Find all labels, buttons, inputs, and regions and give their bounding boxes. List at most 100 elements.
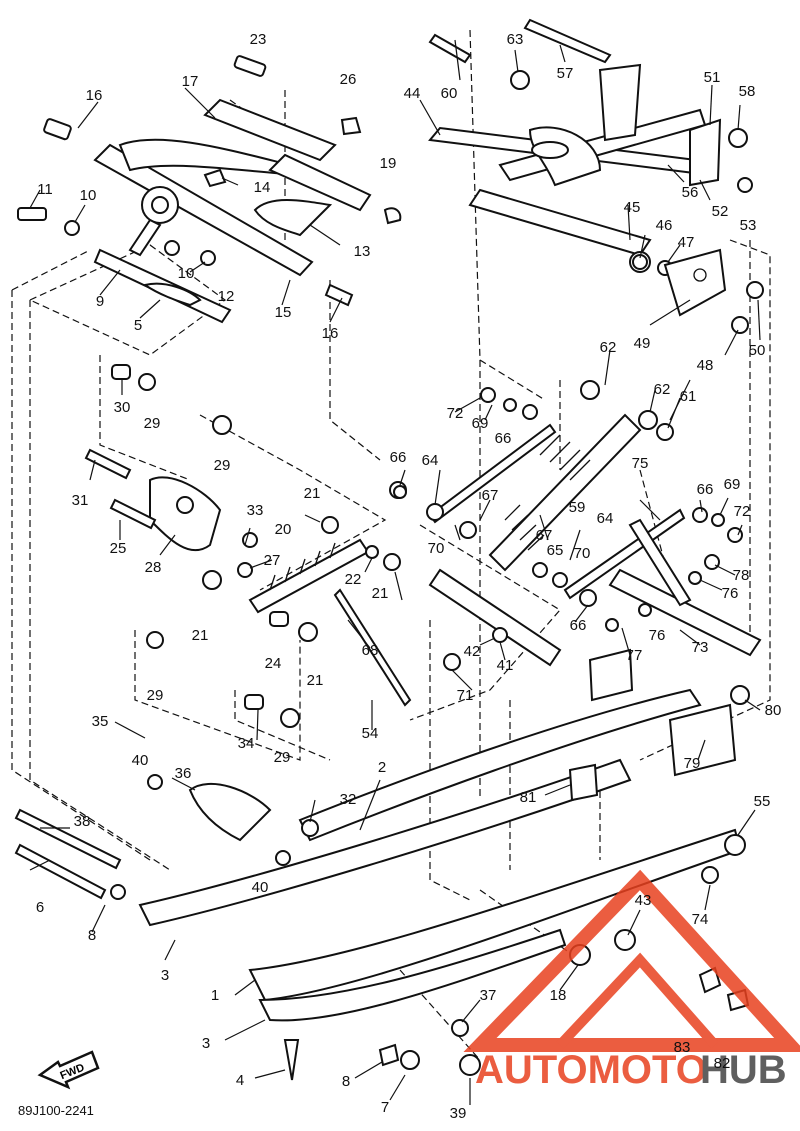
slide-rails — [14, 648, 750, 1081]
part-callout: 72 — [447, 405, 464, 422]
part-callout: 18 — [550, 987, 567, 1004]
part-callout: 16 — [86, 87, 103, 104]
part-callout: 13 — [354, 243, 371, 260]
part-callout: 11 — [37, 181, 53, 198]
part-callout: 70 — [428, 540, 445, 557]
part-callout: 74 — [692, 911, 709, 928]
part-callout: 29 — [214, 457, 231, 474]
part-callout: 32 — [340, 791, 357, 808]
part-callout: 27 — [264, 552, 281, 569]
part-callout: 5 — [134, 317, 142, 334]
part-callout: 70 — [574, 545, 591, 562]
part-callout: 33 — [247, 502, 264, 519]
part-callout: 71 — [457, 687, 474, 704]
part-callout: 34 — [238, 735, 255, 752]
part-callout: 10 — [80, 187, 97, 204]
part-callout: 14 — [254, 179, 271, 196]
part-callout: 47 — [678, 234, 695, 251]
part-callout: 21 — [192, 627, 209, 644]
part-callout: 58 — [739, 83, 756, 100]
part-callout: 48 — [697, 357, 714, 374]
part-callout: 17 — [182, 73, 199, 90]
part-callout: 10 — [178, 265, 195, 282]
part-callout: 67 — [536, 527, 553, 544]
part-callout: 28 — [145, 559, 162, 576]
part-callout: 39 — [450, 1105, 467, 1122]
part-callout: 49 — [634, 335, 651, 352]
part-callout: 64 — [422, 452, 439, 469]
part-callout: 73 — [692, 639, 709, 656]
part-callout: 81 — [520, 789, 537, 806]
part-callout: 1 — [211, 987, 219, 1004]
watermark-logo: AUTOMOTO HUB — [463, 869, 800, 1092]
part-callout: 54 — [362, 725, 379, 742]
part-callout: 59 — [569, 499, 586, 516]
forward-arrow: FWD — [37, 1050, 100, 1090]
part-callout: 4 — [236, 1072, 244, 1089]
part-callout: 57 — [557, 65, 574, 82]
part-callout: 40 — [252, 879, 269, 896]
part-callout: 2 — [378, 759, 386, 776]
part-callout: 35 — [92, 713, 109, 730]
part-callout: 9 — [96, 293, 104, 310]
part-callout: 7 — [381, 1099, 389, 1116]
part-callout: 29 — [144, 415, 161, 432]
part-callout: 37 — [480, 987, 497, 1004]
part-callout: 78 — [733, 567, 750, 584]
part-callout: 51 — [704, 69, 721, 86]
part-callout: 55 — [754, 793, 771, 810]
part-callout: 68 — [362, 642, 379, 659]
rear-pivot-arm — [428, 18, 764, 334]
part-callout: 22 — [345, 571, 362, 588]
part-callout: 65 — [547, 542, 564, 559]
part-callout: 40 — [132, 752, 149, 769]
part-callout: 56 — [682, 184, 699, 201]
part-callout: 72 — [734, 503, 751, 520]
part-callout: 38 — [74, 813, 91, 830]
part-callout: 29 — [274, 749, 291, 766]
part-callout: 52 — [712, 203, 729, 220]
part-callout: 69 — [472, 415, 489, 432]
part-callout: 77 — [626, 647, 643, 664]
part-callout: 46 — [656, 217, 673, 234]
part-callout: 25 — [110, 540, 127, 557]
part-callout: 41 — [497, 657, 514, 674]
part-callout: 53 — [740, 217, 757, 234]
part-callout: 6 — [36, 899, 44, 916]
part-callout: 21 — [372, 585, 389, 602]
part-callout: 66 — [697, 481, 714, 498]
part-callout: 43 — [635, 892, 652, 909]
part-callout: 45 — [624, 199, 641, 216]
part-callout: 23 — [250, 31, 267, 48]
part-callout: 60 — [441, 85, 458, 102]
leader-lines — [29, 39, 761, 1105]
part-callout: 75 — [632, 455, 649, 472]
part-callout: 66 — [390, 449, 407, 466]
part-callout: 8 — [342, 1073, 350, 1090]
part-callout: 63 — [507, 31, 524, 48]
part-callout: 76 — [722, 585, 739, 602]
part-callout: 50 — [749, 342, 766, 359]
part-callout: 21 — [307, 672, 324, 689]
part-callout: 21 — [304, 485, 321, 502]
part-callout: 66 — [570, 617, 587, 634]
part-callout: 30 — [114, 399, 131, 416]
part-callout: 69 — [724, 476, 741, 493]
part-callout: 12 — [218, 288, 235, 305]
part-callout: 29 — [147, 687, 164, 704]
part-callout: 3 — [202, 1035, 210, 1052]
part-callout: 26 — [340, 71, 357, 88]
part-callout: 80 — [765, 702, 782, 719]
front-pivot-arm — [17, 55, 402, 324]
part-callout: 62 — [654, 381, 671, 398]
part-callout: 16 — [322, 325, 339, 342]
part-callout: 44 — [404, 85, 421, 102]
watermark-word-b: HUB — [700, 1048, 787, 1092]
part-callout: 67 — [482, 487, 499, 504]
part-callout: 3 — [161, 967, 169, 984]
part-callout: 82 — [714, 1055, 731, 1072]
part-callout: 64 — [597, 510, 614, 527]
part-callout: 24 — [265, 655, 282, 672]
part-callout: 31 — [72, 492, 89, 509]
callout-labels: 23 17 16 26 19 11 10 14 13 10 12 9 5 15 … — [36, 31, 782, 1122]
